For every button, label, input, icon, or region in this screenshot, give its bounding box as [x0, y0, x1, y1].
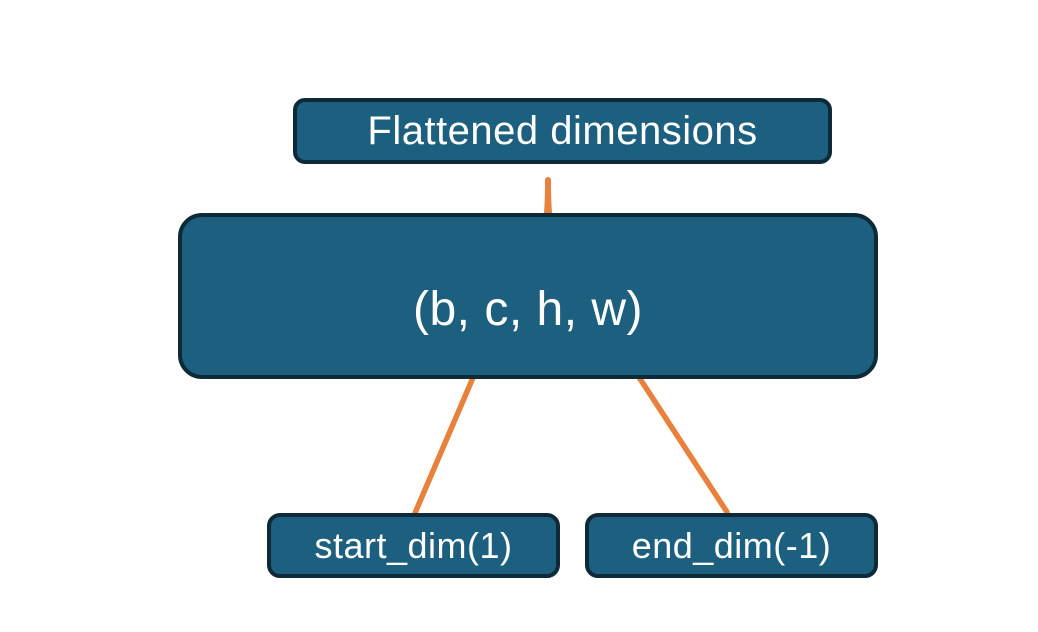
tensor-shape-label: (b, c, h, w) — [412, 282, 644, 336]
end-dim-label: end_dim(-1) — [631, 524, 832, 566]
flattened-dimensions-label: Flattened dimensions — [367, 108, 758, 153]
tensor-shape-box: (b, c, h, w) — [178, 213, 878, 379]
start-dim-box: start_dim(1) — [267, 513, 560, 578]
flattened-dimensions-box: Flattened dimensions — [293, 98, 832, 164]
start-dim-label: start_dim(1) — [314, 524, 513, 566]
end-dim-box: end_dim(-1) — [585, 513, 878, 578]
